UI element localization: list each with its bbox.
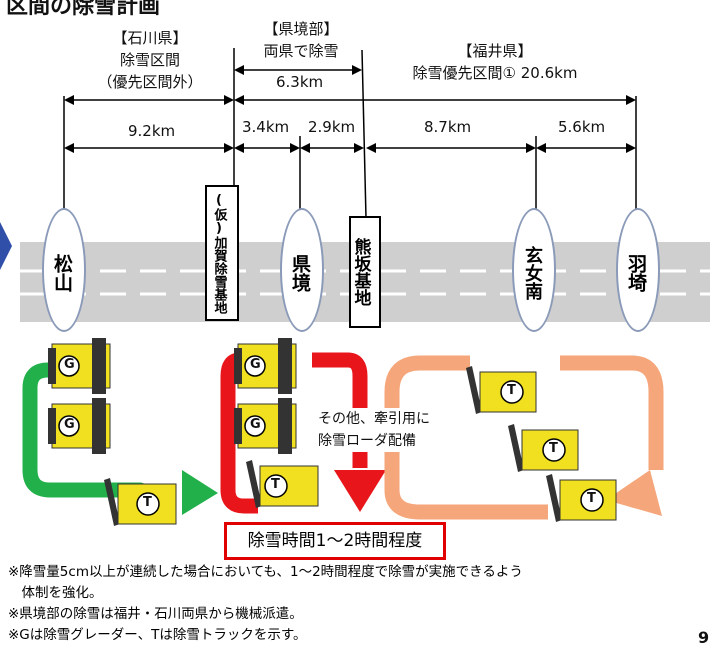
page-title: 区間の除雪計画	[6, 0, 161, 19]
grader-vehicle	[48, 338, 111, 394]
place-matsuyama-label: 松山	[51, 254, 73, 292]
border-section-label: 【県境部】 両県で除雪	[236, 18, 366, 62]
ishikawa-section-label: 【石川県】 除雪区間 （優先区間外）	[70, 27, 230, 93]
distance-seg5: 5.6km	[558, 118, 606, 136]
truck-vehicle	[546, 474, 617, 522]
ishikawa-title: 【石川県】	[112, 29, 188, 47]
base-kaga: (仮)加賀除雪基地	[205, 185, 239, 321]
grader-vehicle	[48, 398, 111, 454]
vehicles-layer	[48, 338, 617, 526]
truck-letter: T	[507, 383, 516, 398]
base-kumasaka: 熊坂基地	[349, 216, 381, 328]
loader-note: その他、牽引用に 除雪ローダ配備	[318, 408, 430, 452]
place-genjonan-label: 玄女南	[522, 246, 543, 300]
grader-letter: G	[64, 417, 75, 432]
green-loop	[22, 362, 148, 498]
loader-note-line2: 除雪ローダ配備	[318, 433, 416, 449]
fukui-section-label: 【福井県】 除雪優先区間① 20.6km	[370, 40, 620, 84]
distance-seg4: 8.7km	[424, 118, 472, 136]
border-title: 【県境部】	[263, 20, 339, 38]
place-genjonan: 玄女南	[512, 208, 556, 332]
border-subtitle: 両県で除雪	[263, 42, 339, 60]
grader-vehicle	[234, 398, 297, 454]
loader-note-line1: その他、牽引用に	[318, 411, 430, 427]
grader-letter: G	[64, 357, 75, 372]
base-kumasaka-label: 熊坂基地	[350, 238, 371, 306]
base-kaga-label: (仮)加賀除雪基地	[211, 192, 227, 314]
footnote-line: ※県境部の除雪は福井・石川両県から機械派遣。	[8, 606, 303, 622]
grader-letter: G	[250, 417, 261, 432]
snow-removal-time-box: 除雪時間1～2時間程度	[224, 522, 446, 560]
fukui-subtitle: 除雪優先区間① 20.6km	[412, 64, 578, 82]
orange-arrowhead	[606, 470, 662, 516]
truck-letter: T	[143, 495, 152, 510]
distance-seg2: 3.4km	[242, 118, 290, 136]
ishikawa-subtitle: 除雪区間	[119, 51, 180, 69]
place-matsuyama: 松山	[42, 208, 86, 332]
place-kenkyo-label: 県境	[289, 254, 311, 292]
place-kenkyo: 県境	[280, 208, 324, 332]
distance-seg3: 2.9km	[308, 118, 356, 136]
green-arrowhead	[182, 470, 218, 515]
footnote-line: ※降雪量5cm以上が連続した場合においても、1～2時間程度で除雪が実施できるよう	[8, 564, 523, 580]
distance-seg1: 9.2km	[128, 122, 176, 140]
place-hazaki: 羽埼	[616, 208, 660, 332]
truck-letter: T	[549, 441, 558, 456]
place-hazaki-label: 羽埼	[625, 254, 647, 292]
footnote-line: ※Gは除雪グレーダー、Tは除雪トラックを示す。	[8, 627, 307, 643]
fukui-title: 【福井県】	[457, 42, 533, 60]
truck-vehicle	[466, 366, 537, 414]
red-arrowhead	[334, 470, 386, 512]
truck-vehicle	[246, 460, 319, 508]
footnotes: ※降雪量5cm以上が連続した場合においても、1～2時間程度で除雪が実施できるよう…	[8, 562, 523, 646]
truck-letter: T	[587, 491, 596, 506]
truck-letter: T	[271, 477, 280, 492]
left-arrow-icon	[0, 222, 12, 270]
grader-letter: G	[250, 357, 261, 372]
distance-border-total: 6.3km	[276, 73, 324, 91]
ishikawa-note: （優先区間外）	[97, 73, 203, 91]
page-number: 9	[698, 628, 710, 647]
truck-vehicle	[508, 424, 579, 472]
grader-vehicle	[234, 338, 297, 394]
footnote-line: 体制を強化。	[8, 585, 103, 601]
red-loop	[220, 352, 368, 514]
truck-vehicle	[104, 478, 177, 526]
